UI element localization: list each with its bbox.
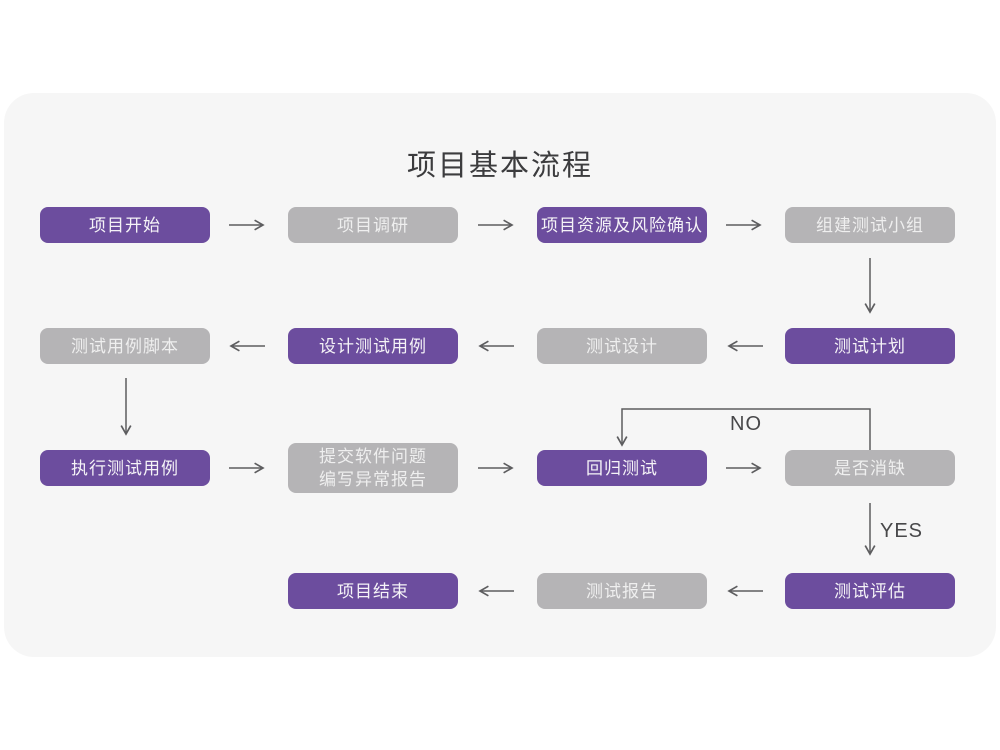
flow-node-project-research: 项目调研 [288, 207, 458, 243]
flow-node-defect-cleared: 是否消缺 [785, 450, 955, 486]
diagram-title: 项目基本流程 [406, 150, 593, 182]
flow-node-test-case-script: 测试用例脚本 [40, 328, 210, 364]
flow-node-resources-risk: 项目资源及风险确认 [537, 207, 707, 243]
edge-label-no: NO [730, 413, 762, 435]
flow-node-test-plan: 测试计划 [785, 328, 955, 364]
flowchart-card [4, 93, 996, 657]
flow-node-design-test-cases: 设计测试用例 [288, 328, 458, 364]
edge-label-yes: YES [880, 520, 924, 542]
flow-node-test-design: 测试设计 [537, 328, 707, 364]
flow-node-build-test-team: 组建测试小组 [785, 207, 955, 243]
flow-node-project-start: 项目开始 [40, 207, 210, 243]
flow-node-project-end: 项目结束 [288, 573, 458, 609]
flow-node-regression-test: 回归测试 [537, 450, 707, 486]
flow-node-run-test-cases: 执行测试用例 [40, 450, 210, 486]
flow-node-test-evaluation: 测试评估 [785, 573, 955, 609]
flow-node-submit-issues: 提交软件问题 编写异常报告 [288, 443, 458, 493]
flow-node-test-report: 测试报告 [537, 573, 707, 609]
